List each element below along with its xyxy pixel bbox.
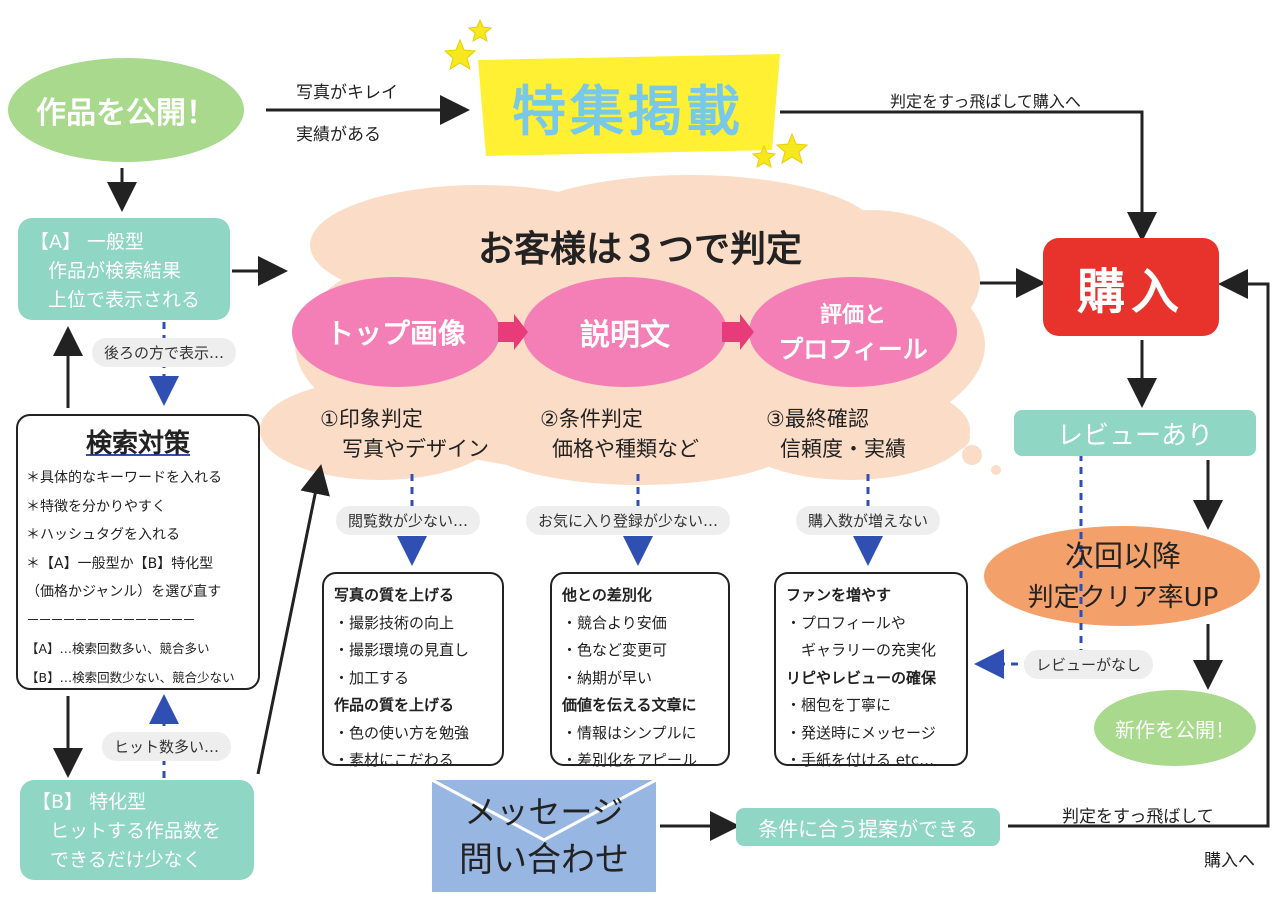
card3-heading1: ファンを増やす xyxy=(786,586,892,604)
next-ellipse-shape xyxy=(984,526,1260,626)
type-b-line1: 【B】 特化型 xyxy=(32,791,147,813)
judge-1-detail: 写真やデザイン xyxy=(342,437,489,461)
card2-item: ・競合より安価 xyxy=(562,613,667,632)
message-line2: 問い合わせ xyxy=(459,840,629,880)
judge-3-title: ③最終確認 xyxy=(766,407,869,431)
proposal-label: 条件に合う提案ができる xyxy=(758,816,978,841)
card3-item: ・発送時にメッセージ xyxy=(786,723,936,742)
judge-3-detail: 信頼度・実績 xyxy=(780,437,906,461)
feature-title: 特集掲載 xyxy=(478,62,778,150)
card1-item: ・撮影環境の見直し xyxy=(334,641,470,659)
judge-1: ①印象判定 写真やデザイン xyxy=(320,404,489,464)
card2-heading1: 他との差別化 xyxy=(562,586,652,604)
card1-item: ・素材にこだわる xyxy=(334,751,454,769)
type-a-line1: 【A】 一般型 xyxy=(30,231,145,253)
card2-item: ・色など変更可 xyxy=(562,641,668,659)
search-note-a: 【A】…検索回数多い、競合多い xyxy=(26,641,210,656)
new-work-oval: 新作を公開！ xyxy=(1094,690,1256,766)
card3-heading2: リピやレビューの確保 xyxy=(786,668,937,687)
differentiation-card: 他との差別化 ・競合より安価 ・色など変更可 ・納期が早い 価値を伝える文章に … xyxy=(550,572,730,769)
search-item: ＊ハッシュタグを入れる xyxy=(26,527,180,543)
card2-heading2: 価値を伝える文章に xyxy=(562,696,697,714)
judge-2-detail: 価格や種類など xyxy=(552,437,699,461)
feature-skip: 判定をすっ飛ばして購入へ xyxy=(890,92,1081,111)
card2-item: ・納期が早い xyxy=(562,668,653,687)
skip2-line2: 購入へ xyxy=(1204,851,1255,871)
card1-item: ・加工する xyxy=(334,668,410,687)
type-a-line2: 作品が検索結果 xyxy=(48,260,182,282)
card1-item: ・撮影技術の向上 xyxy=(334,613,455,632)
star-icons xyxy=(443,18,809,169)
card3-item: ・梱包を丁寧に xyxy=(786,696,892,714)
search-sep: －－－－－－－－－－－－－－ xyxy=(26,612,196,629)
feature-cond2: 実績がある xyxy=(296,125,381,145)
low-favorites-pill: お気に入り登録が少ない… xyxy=(526,506,731,535)
feature-highlight xyxy=(478,54,780,156)
search-note-b: 【B】…検索回数少ない、競合少ない xyxy=(26,669,235,685)
new-work-label: 新作を公開！ xyxy=(1115,717,1235,742)
card3-item: ・プロフィールや xyxy=(786,613,906,632)
type-b-line2: ヒットする作品数を xyxy=(50,820,222,842)
skip2-line1: 判定をすっ飛ばして xyxy=(1062,807,1214,827)
proposal-box: 条件に合う提案ができる xyxy=(736,808,1000,846)
next-line1: 次回以降 xyxy=(1064,539,1181,573)
message-line1: メッセージ xyxy=(464,793,624,831)
pink-blobs xyxy=(292,277,957,387)
search-item: ＊【A】一般型か【B】特化型 xyxy=(26,555,214,572)
judge-1-title: ①印象判定 xyxy=(320,407,423,431)
search-card-title: 検索対策 xyxy=(85,429,190,459)
card3-item: ・手紙を付ける etc… xyxy=(786,751,935,769)
photo-quality-card: 写真の質を上げる ・撮影技術の向上 ・撮影環境の見直し ・加工する 作品の質を上… xyxy=(322,572,504,769)
blob1-label: トップ画像 xyxy=(325,317,466,350)
judge-2-title: ②条件判定 xyxy=(540,407,643,431)
next-line2: 判定クリア率UP xyxy=(1027,583,1219,613)
search-item: （価格かジャンル）を選び直す xyxy=(26,584,222,600)
card1-heading1: 写真の質を上げる xyxy=(334,586,455,604)
card3-item: ギャラリーの充実化 xyxy=(786,641,937,659)
type-a-line3: 上位で表示される xyxy=(48,289,201,311)
blob3-line1: 評価と xyxy=(819,303,886,328)
fans-card: ファンを増やす ・プロフィールや ギャラリーの充実化 リピやレビューの確保 ・梱… xyxy=(774,572,968,769)
type-b-box: 【B】 特化型 ヒットする作品数を できるだけ少なく xyxy=(20,780,254,880)
cloud-title: お客様は３つで判定 xyxy=(477,229,802,270)
feature-label: 特集掲載 xyxy=(512,79,744,143)
start-label: 作品を公開！ xyxy=(36,96,216,131)
judge-2: ②条件判定 価格や種類など xyxy=(540,404,699,464)
blob3-line2: プロフィール xyxy=(778,335,928,364)
card2-item: ・情報はシンプルに xyxy=(562,723,697,742)
card2-item: ・差別化をアピール xyxy=(562,751,698,769)
many-hits-pill: ヒット数多い… xyxy=(102,732,232,761)
no-sales-increase-pill: 購入数が増えない xyxy=(796,506,941,535)
search-item: ＊特徴を分かりやすく xyxy=(26,498,166,515)
message-envelope: メッセージ 問い合わせ xyxy=(432,780,656,892)
card1-item: ・色の使い方を勉強 xyxy=(334,723,470,742)
low-views-pill: 閲覧数が少ない… xyxy=(336,506,481,535)
blob-profile: 評価と プロフィール xyxy=(756,294,950,372)
review-label: レビューあり xyxy=(1056,420,1213,451)
blob2-label: 説明文 xyxy=(580,318,670,353)
search-card: 検索対策 ＊具体的なキーワードを入れる ＊特徴を分かりやすく ＊ハッシュタグを入… xyxy=(16,414,260,690)
type-a-box: 【A】 一般型 作品が検索結果 上位で表示される xyxy=(18,218,230,320)
blob-top-image: トップ画像 xyxy=(300,300,492,364)
purchase-label: 購入 xyxy=(1076,264,1185,320)
shown-below-pill: 後ろの方で表示… xyxy=(92,338,237,367)
feature-cond1: 写真がキレイ xyxy=(296,83,398,103)
pink-arrows xyxy=(498,314,754,350)
review-box: レビューあり xyxy=(1014,410,1256,456)
search-item: ＊具体的なキーワードを入れる xyxy=(26,470,222,486)
card1-heading2: 作品の質を上げる xyxy=(334,696,455,714)
type-b-line3: できるだけ少なく xyxy=(50,849,202,871)
start-oval: 作品を公開！ xyxy=(8,58,244,162)
judge-3: ③最終確認 信頼度・実績 xyxy=(766,404,906,464)
blob-description: 説明文 xyxy=(530,300,720,364)
next-time-ellipse: 次回以降 判定クリア率UP xyxy=(992,528,1254,626)
no-review-pill: レビューがなし xyxy=(1024,650,1154,679)
purchase-box: 購入 xyxy=(1043,238,1219,336)
